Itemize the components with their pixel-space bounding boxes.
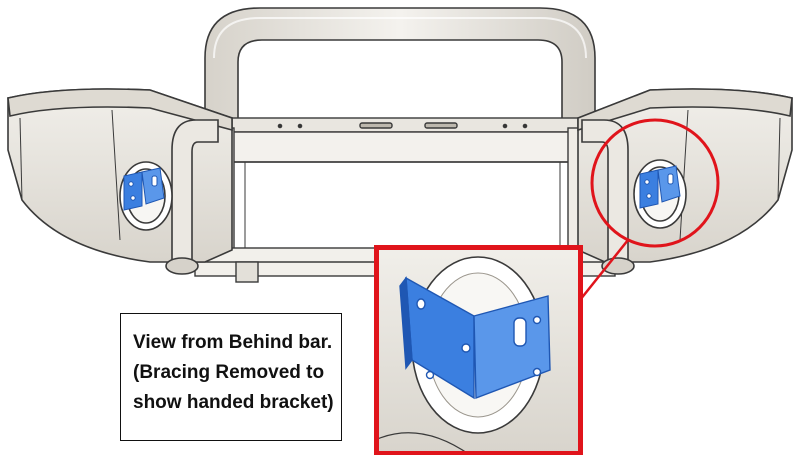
caption-line-1: View from Behind bar. xyxy=(133,332,333,353)
zoom-inset xyxy=(374,245,583,455)
callout-leader xyxy=(579,239,629,301)
inset-bracket xyxy=(399,276,551,400)
inset-frame xyxy=(374,245,583,455)
caption-line-3: show handed bracket) xyxy=(133,392,334,413)
right-handed-bracket xyxy=(639,165,681,209)
callout-circle xyxy=(590,118,720,248)
caption-line-2: (Bracing Removed to xyxy=(133,362,325,383)
right-wing xyxy=(577,88,793,275)
left-wing xyxy=(7,88,233,275)
left-handed-bracket xyxy=(123,167,165,211)
top-hoop xyxy=(204,7,596,129)
caption-box: View from Behind bar. (Bracing Removed t… xyxy=(120,313,342,441)
